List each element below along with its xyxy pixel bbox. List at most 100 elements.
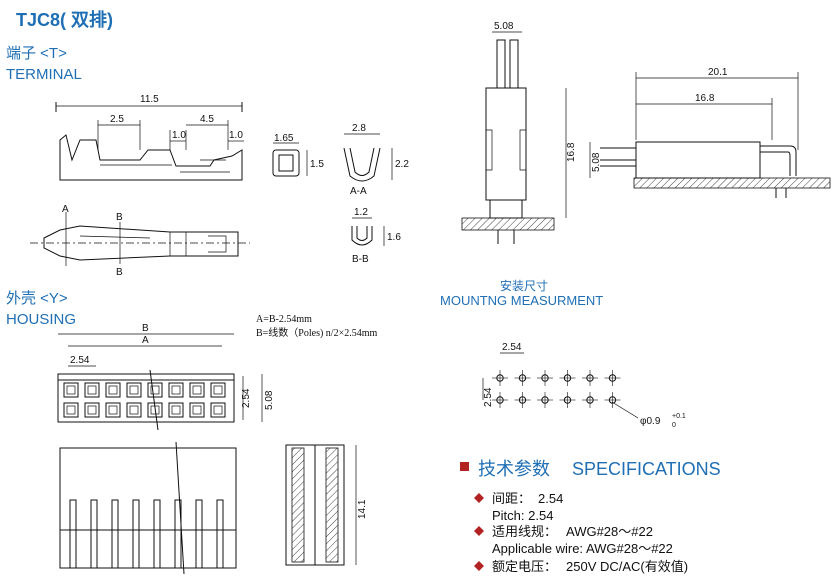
housing-cavity-outer xyxy=(189,382,205,398)
terminal-front-section: 1.65 1.5 xyxy=(272,133,324,177)
dim-hole-tol-down: 0 xyxy=(672,422,676,429)
dim-gap-a: 1.0 xyxy=(172,130,186,141)
housing-cavity-inner xyxy=(213,405,223,415)
dim-housing-b: B xyxy=(142,323,149,334)
housing-slot xyxy=(174,499,182,568)
housing-cavity-outer xyxy=(105,382,121,398)
housing-label-en: HOUSING xyxy=(6,311,76,328)
mounting-label-cn: 安装尺寸 xyxy=(500,278,548,293)
mounting-side-view: 5.08 16.8 xyxy=(461,21,577,244)
dim-crimp-length: 2.5 xyxy=(110,114,124,125)
housing-cavity-outer xyxy=(210,402,226,418)
housing-slot xyxy=(153,499,161,568)
housing-cavity-inner xyxy=(192,385,202,395)
section-mark-a: A xyxy=(62,204,69,215)
page-title: TJC8( 双排) xyxy=(16,9,113,30)
housing-cavity-outer xyxy=(84,382,100,398)
mounting-label-en: MOUNTNG MEASURMENT xyxy=(440,293,603,308)
housing-cavity-outer xyxy=(63,402,79,418)
housing-cavity-inner xyxy=(108,385,118,395)
dim-housing-row: 2.54 xyxy=(241,388,252,408)
dim-hole-tol-up: +0.1 xyxy=(672,413,686,420)
mounting-hole xyxy=(541,374,549,382)
spec-title-cn: 技术参数 xyxy=(478,459,550,479)
mounting-hole xyxy=(586,396,594,404)
housing-cavity-inner xyxy=(129,405,139,415)
dim-hole-pitch-y: 2.54 xyxy=(483,387,494,407)
spec-bullet-voltage xyxy=(474,561,484,571)
dim-housing-height: 5.08 xyxy=(264,390,275,410)
dim-hole-pitch-x: 2.54 xyxy=(502,342,522,353)
housing-cavity-outer xyxy=(168,402,184,418)
spec-voltage-cn-value: 250V DC/AC(有效值) xyxy=(566,559,688,574)
housing-formula-b: B=线数（Poles) n/2×2.54mm xyxy=(256,326,378,339)
spec-wire-cn: 适用线规： xyxy=(492,524,557,539)
dim-housing-pitch: 2.54 xyxy=(70,355,90,366)
housing-label-cn: 外壳 <Y> xyxy=(6,290,68,307)
housing-cavity-inner xyxy=(171,385,181,395)
housing-formula-a: A=B-2.54mm xyxy=(256,314,312,325)
dim-total-length: 11.5 xyxy=(140,94,159,105)
housing-slot xyxy=(111,499,119,568)
housing-slot xyxy=(90,499,98,568)
terminal-top-view: A B B xyxy=(30,204,250,278)
housing-cavity-inner xyxy=(87,405,97,415)
mounting-hole xyxy=(586,374,594,382)
housing-cavity-inner xyxy=(192,405,202,415)
mounting-hole xyxy=(496,396,504,404)
mounting-hole xyxy=(518,374,527,382)
dim-mount-length: 20.1 xyxy=(708,67,728,78)
dim-housing-length: 14.1 xyxy=(357,499,368,519)
housing-cavity-inner xyxy=(66,385,76,395)
spec-title-en: SPECIFICATIONS xyxy=(572,459,721,479)
spec-bullet-pitch xyxy=(474,493,484,503)
dim-mount-width: 5.08 xyxy=(494,21,514,32)
housing-cavity-inner xyxy=(108,405,118,415)
housing-slot xyxy=(216,499,224,568)
housing-cavity-inner xyxy=(129,385,139,395)
spec-pitch-cn-value: 2.54 xyxy=(538,491,563,506)
mounting-hole xyxy=(608,396,617,404)
dim-mount-height: 16.8 xyxy=(566,142,577,162)
section-bb-label: B-B xyxy=(352,254,369,265)
spec-voltage-cn: 额定电压： xyxy=(492,559,557,574)
housing-cavity-inner xyxy=(150,385,160,395)
dim-section-height: 1.5 xyxy=(310,159,324,170)
housing-section-view: 14.1 xyxy=(285,444,368,566)
housing-cavity-outer xyxy=(126,402,142,418)
housing-cavity-outer xyxy=(63,382,79,398)
terminal-section-bb: 1.2 1.6 B-B xyxy=(351,207,401,265)
housing-cavity-inner xyxy=(213,385,223,395)
dim-bb-width: 1.2 xyxy=(354,207,368,218)
section-aa-label: A-A xyxy=(350,186,367,197)
housing-cavity-outer xyxy=(105,402,121,418)
housing-cavity-inner xyxy=(87,385,97,395)
spec-pitch-en: Pitch: 2.54 xyxy=(492,508,553,523)
spec-title-bullet xyxy=(460,462,469,471)
housing-cavity-outer xyxy=(126,382,142,398)
spec-wire-en: Applicable wire: AWG#28～#22 xyxy=(492,541,673,556)
dim-bb-height: 1.6 xyxy=(387,232,401,243)
dim-mount-body: 16.8 xyxy=(695,93,715,104)
housing-cavity-outer xyxy=(84,402,100,418)
dim-contact-length: 4.5 xyxy=(200,114,214,125)
dim-housing-a: A xyxy=(142,335,149,346)
mounting-hole xyxy=(496,374,504,382)
housing-side-view xyxy=(59,441,237,575)
mounting-hole xyxy=(541,396,549,404)
housing-cavity-outer xyxy=(189,402,205,418)
housing-cavity-outer xyxy=(210,382,226,398)
dim-aa-width: 2.8 xyxy=(352,123,366,134)
section-mark-b-top: B xyxy=(116,212,123,223)
mounting-hole xyxy=(518,396,527,404)
terminal-label-en: TERMINAL xyxy=(6,66,82,83)
housing-cavity-outer xyxy=(147,402,163,418)
housing-front-view: B A 2.54 2.54 5.08 xyxy=(57,323,275,431)
dim-mount-side-height: 5.08 xyxy=(591,152,602,172)
mounting-hole xyxy=(563,396,572,404)
housing-cavity-outer xyxy=(147,382,163,398)
housing-cavity-outer xyxy=(168,382,184,398)
spec-bullet-wire xyxy=(474,526,484,536)
housing-slot xyxy=(132,499,140,568)
